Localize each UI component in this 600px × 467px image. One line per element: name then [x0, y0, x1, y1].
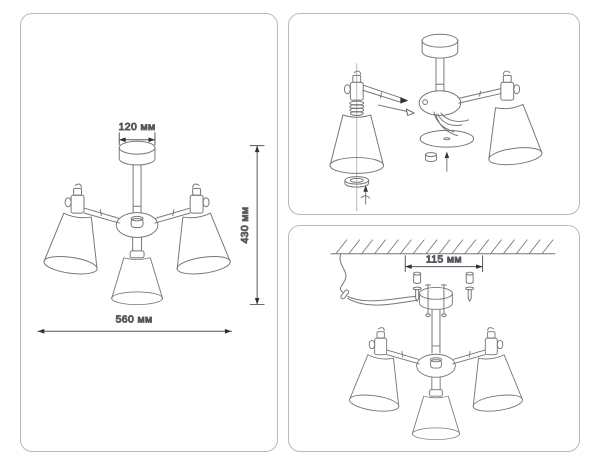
threaded-ring — [349, 100, 365, 116]
wire-connector — [340, 289, 350, 300]
lock-nut — [425, 152, 437, 162]
supply-wire — [339, 253, 417, 306]
detached-arm — [343, 70, 409, 104]
canopy-and-stem — [421, 33, 459, 92]
hub — [418, 90, 462, 116]
ceiling-hatching — [335, 239, 554, 255]
mount-canopy — [419, 283, 453, 317]
height-label: 430 мм — [240, 207, 251, 244]
chandelier-drawing — [43, 140, 231, 305]
stem — [132, 165, 142, 214]
assembly-drawing — [329, 33, 544, 212]
wall-anchors — [413, 271, 474, 284]
canopy-width-label: 120 мм — [119, 122, 156, 133]
mount-spacing-label: 115 мм — [426, 255, 462, 266]
insert-direction-arrow-icon — [378, 104, 415, 116]
installation-drawing: 115 мм — [330, 239, 556, 451]
arm-insert-arrow-icon — [400, 97, 409, 104]
mount-spacing-dimension: 115 мм — [404, 254, 484, 273]
canopy-width-dimension: 120 мм — [118, 121, 156, 146]
height-dimension: 430 мм — [240, 145, 265, 305]
washer-ring — [344, 176, 370, 188]
arm-socket — [422, 99, 428, 105]
front-view-panel: 120 мм 430 мм 560 мм — [20, 13, 278, 452]
shade-up-arrow-icon — [360, 185, 371, 205]
assembly-panel — [288, 13, 580, 215]
stem — [431, 308, 441, 354]
chandelier-body — [43, 184, 231, 305]
nut-up-arrow-icon — [444, 151, 450, 172]
right-arm-with-shade — [458, 70, 544, 168]
width-label: 560 мм — [116, 314, 153, 325]
chandelier-body — [348, 328, 523, 440]
width-dimension: 560 мм — [37, 314, 232, 334]
canopy-screws — [425, 283, 447, 314]
wires — [433, 111, 470, 137]
front-view-drawing: 120 мм 430 мм 560 мм — [37, 121, 265, 334]
installation-panel: 115 мм — [288, 225, 580, 452]
hanging-chandelier — [348, 308, 523, 440]
ceiling — [330, 239, 556, 255]
canopy — [118, 140, 156, 166]
bottom-cover-disc — [419, 129, 475, 148]
